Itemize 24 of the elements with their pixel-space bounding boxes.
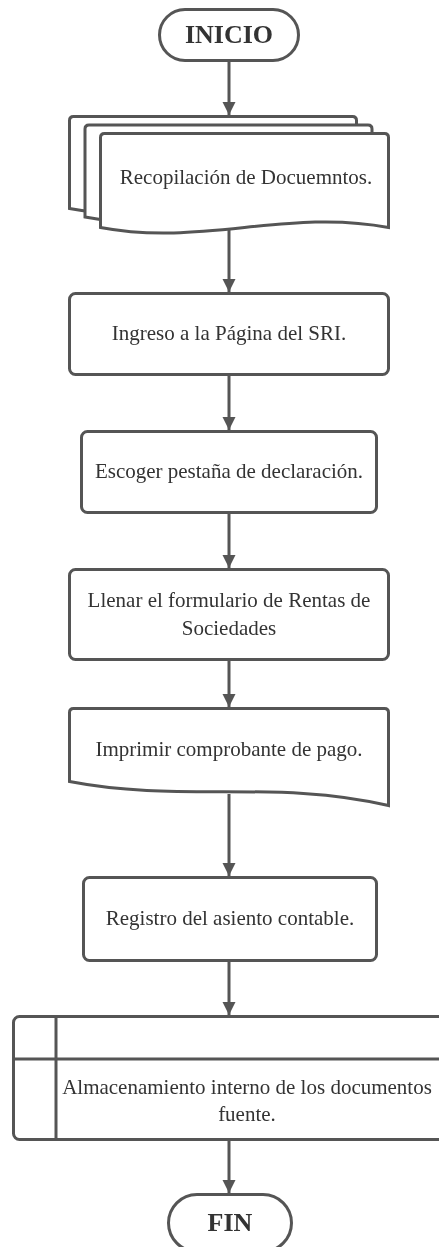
step-label: FIN [207, 1207, 253, 1240]
internal-storage-box [12, 1015, 439, 1141]
step-label: Escoger pestaña de declaración. [94, 458, 364, 486]
step-label: Llenar el formulario de Rentas de Sociedades [86, 587, 372, 642]
step-label: Recopilación de Docuemntos. [119, 163, 373, 191]
arrow [222, 794, 236, 876]
process-box [82, 876, 378, 962]
arrow [222, 661, 236, 707]
step-label: Registro del asiento contable. [105, 905, 355, 933]
step-label: Ingreso a la Página del SRI. [111, 320, 347, 348]
arrow [222, 514, 236, 568]
arrow [222, 1141, 236, 1193]
terminal-shape [167, 1193, 293, 1247]
document-shape [68, 707, 390, 807]
process-box [68, 568, 390, 661]
step-label: Imprimir comprobante de pago. [95, 736, 363, 764]
arrow [222, 376, 236, 430]
arrow [222, 62, 236, 115]
terminal-shape [158, 8, 300, 62]
process-box [68, 292, 390, 376]
step-label: INICIO [184, 19, 274, 52]
step-label: Almacenamiento interno de los documentos fuente. [62, 1073, 432, 1128]
process-box [80, 430, 378, 514]
arrow [222, 962, 236, 1015]
